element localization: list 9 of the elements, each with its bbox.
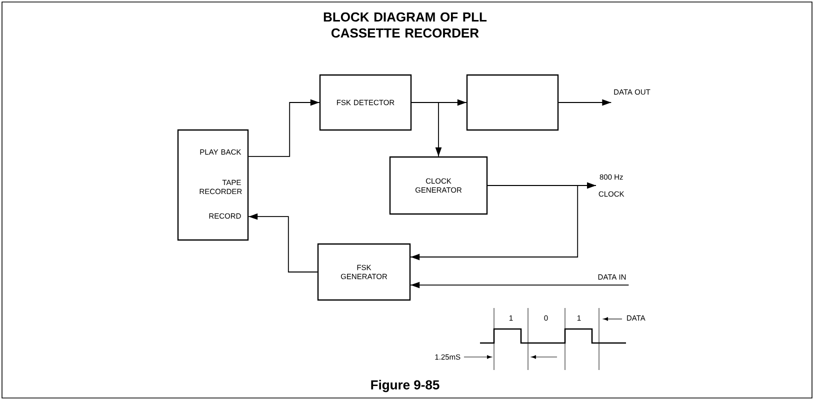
connector	[410, 282, 630, 288]
connector	[411, 102, 442, 157]
connector	[248, 213, 318, 272]
caption: Figure 9-85	[371, 380, 440, 392]
amplifier-box	[466, 74, 559, 131]
title: BLOCK DIAGRAM OF PLL CASSETTE RECORDER	[324, 12, 487, 38]
connector	[248, 99, 320, 157]
connector	[558, 99, 612, 106]
connector	[410, 185, 578, 260]
